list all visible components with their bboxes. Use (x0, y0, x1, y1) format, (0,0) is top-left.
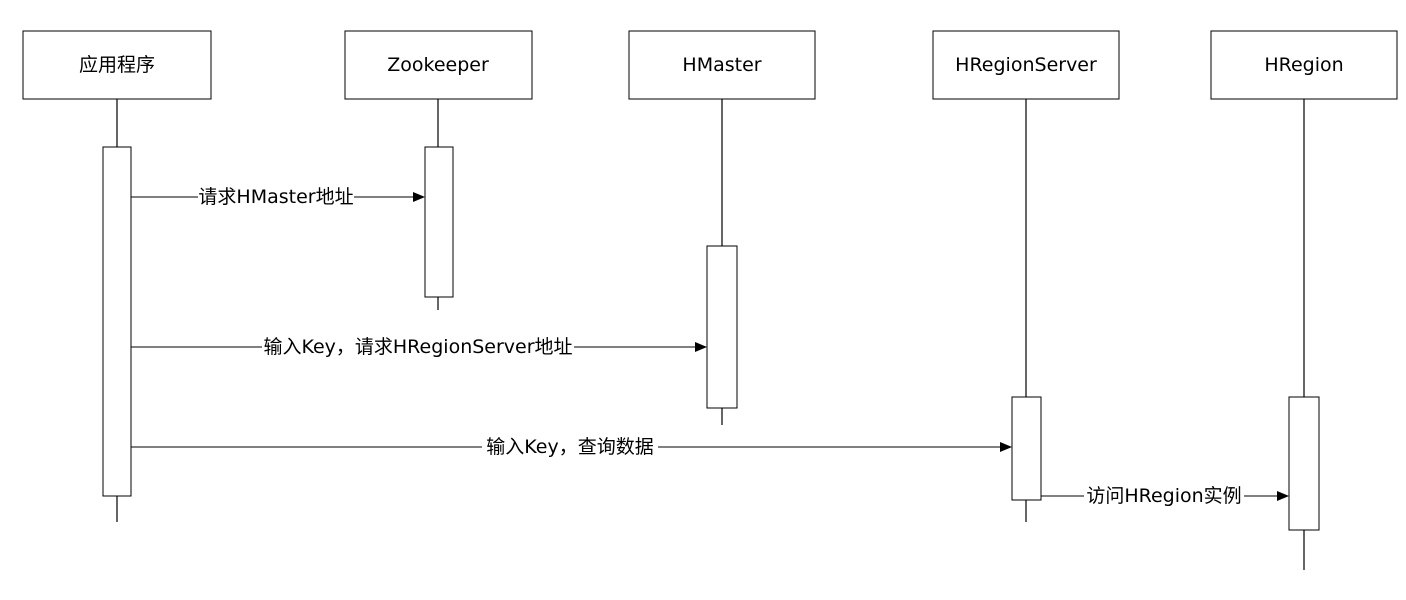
message-label: 输入Key，查询数据 (486, 436, 653, 458)
message-label: 访问HRegion实例 (1086, 485, 1241, 507)
participant-label: 应用程序 (79, 54, 155, 76)
activation-hregion (1288, 396, 1320, 531)
participant-hregion: HRegion (1210, 30, 1398, 100)
message-label: 请求HMaster地址 (198, 186, 353, 208)
activation-app (102, 146, 132, 497)
arrowhead-icon (1000, 442, 1012, 452)
participant-zookeeper: Zookeeper (344, 30, 533, 100)
message-request-hregionserver-address: 输入Key，请求HRegionServer地址 (131, 334, 707, 360)
participant-hmaster: HMaster (628, 30, 816, 100)
arrowhead-icon (695, 342, 707, 352)
arrowhead-icon (1277, 491, 1289, 501)
activation-zookeeper (424, 146, 454, 298)
activation-hmaster (706, 245, 738, 409)
activation-hregionserver (1011, 396, 1042, 501)
participant-label: Zookeeper (387, 54, 489, 76)
participant-label: HMaster (682, 54, 761, 76)
participant-app: 应用程序 (22, 30, 212, 100)
message-request-hmaster-address: 请求HMaster地址 (131, 184, 425, 210)
participant-label: HRegionServer (955, 54, 1097, 76)
message-query-data: 输入Key，查询数据 (131, 434, 1012, 460)
participant-label: HRegion (1264, 54, 1343, 76)
message-access-hregion-instance: 访问HRegion实例 (1041, 483, 1289, 509)
message-label: 输入Key，请求HRegionServer地址 (263, 336, 572, 358)
arrowhead-icon (413, 192, 425, 202)
participant-hregionserver: HRegionServer (932, 30, 1120, 100)
